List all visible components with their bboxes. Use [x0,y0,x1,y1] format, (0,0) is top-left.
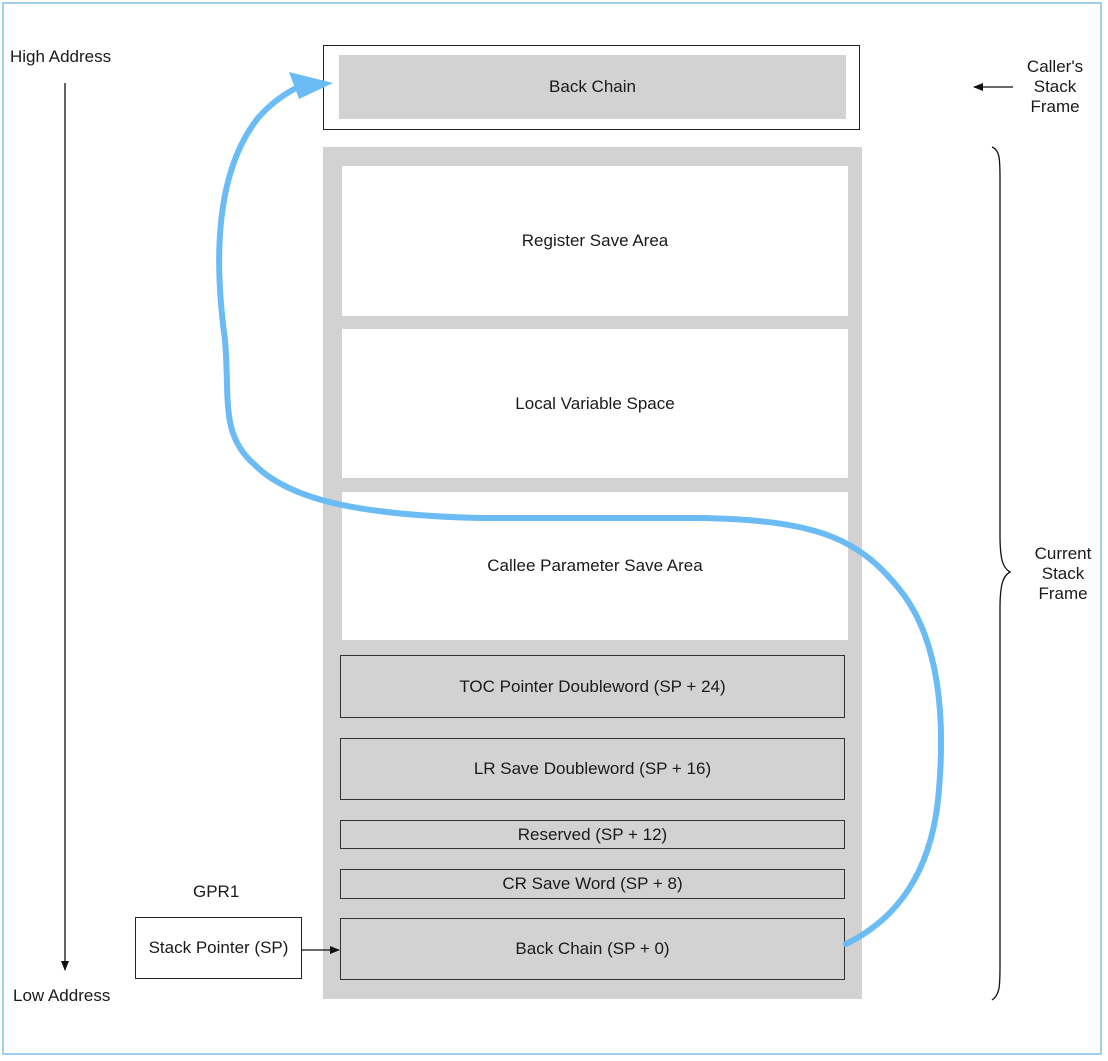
high-address-label: High Address [10,47,112,66]
local-variable-space: Local Variable Space [342,329,848,478]
current-frame-label: Current Stack Frame [1023,544,1103,604]
caller-frame-label: Caller's Stack Frame [1015,57,1095,117]
stack-pointer-box: Stack Pointer (SP) [135,917,302,979]
current-frame-label-line: Current [1034,544,1092,563]
current-frame-label-line: Stack [1041,564,1085,583]
toc-pointer-slot: TOC Pointer Doubleword (SP + 24) [340,655,845,718]
caller-frame-label-line: Caller's [1026,57,1084,76]
lr-save-slot: LR Save Doubleword (SP + 16) [340,738,845,800]
caller-frame-box [323,45,860,130]
back-chain-link-arrowhead [289,72,333,99]
caller-back-chain-block: Back Chain [339,55,846,119]
cr-save-slot: CR Save Word (SP + 8) [340,869,845,899]
current-frame-label-line: Frame [1038,584,1088,603]
current-frame-brace [991,146,1012,1001]
caller-frame-label-line: Stack [1033,77,1077,96]
caller-frame-label-line: Frame [1030,97,1080,116]
register-save-area: Register Save Area [342,166,848,316]
gpr1-label: GPR1 [193,882,240,901]
reserved-slot: Reserved (SP + 12) [340,820,845,849]
back-chain-link-curve [216,83,945,947]
low-address-label: Low Address [13,986,111,1005]
back-chain-slot: Back Chain (SP + 0) [340,918,845,980]
